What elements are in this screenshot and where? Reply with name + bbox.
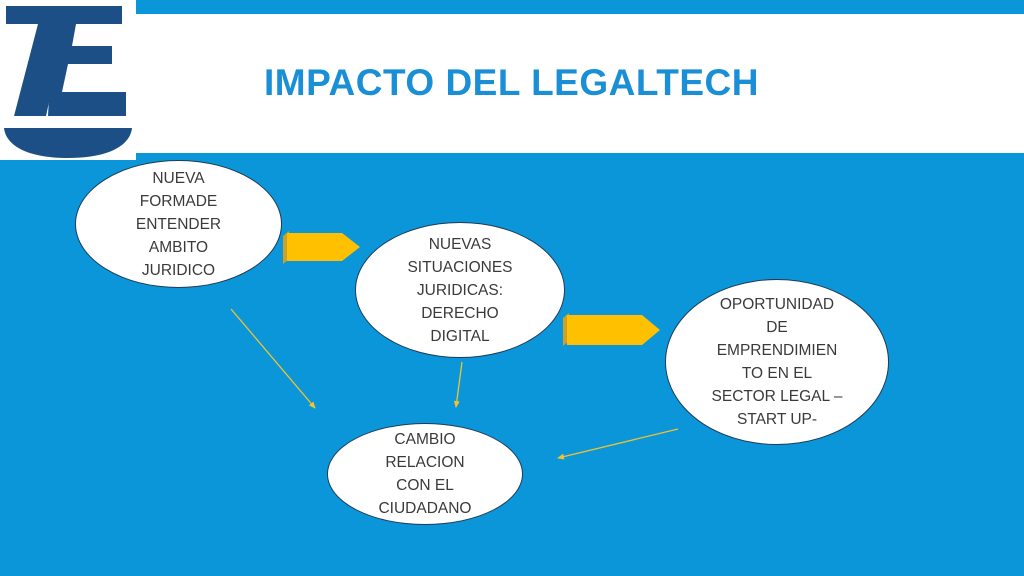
diagram-node-oportunidad: OPORTUNIDAD DE EMPRENDIMIEN TO EN EL SEC… xyxy=(665,279,889,445)
ae-logo-icon xyxy=(4,6,132,158)
diagram-node-nueva-forma: NUEVA FORMADE ENTENDER AMBITO JURIDICO xyxy=(75,160,282,288)
block-arrow-1 xyxy=(283,231,360,264)
page-title: IMPACTO DEL LEGALTECH xyxy=(264,62,759,103)
header-bar xyxy=(0,14,1024,153)
node-label: OPORTUNIDAD DE EMPRENDIMIEN TO EN EL SEC… xyxy=(711,296,843,428)
logo xyxy=(0,0,136,160)
top-strip xyxy=(0,0,1024,14)
block-arrow-2 xyxy=(563,313,660,346)
line-arrow-1 xyxy=(230,308,316,409)
line-arrow-2 xyxy=(453,361,463,408)
node-label: NUEVA FORMADE ENTENDER AMBITO JURIDICO xyxy=(135,169,222,279)
node-label: CAMBIO RELACION CON EL CIUDADANO xyxy=(378,431,472,517)
line-arrow-3 xyxy=(557,428,679,460)
node-label: NUEVAS SITUACIONES JURIDICAS: DERECHO DI… xyxy=(407,235,513,345)
diagram-node-cambio-relacion: CAMBIO RELACION CON EL CIUDADANO xyxy=(327,423,523,525)
diagram-node-nuevas-situaciones: NUEVAS SITUACIONES JURIDICAS: DERECHO DI… xyxy=(355,222,565,358)
